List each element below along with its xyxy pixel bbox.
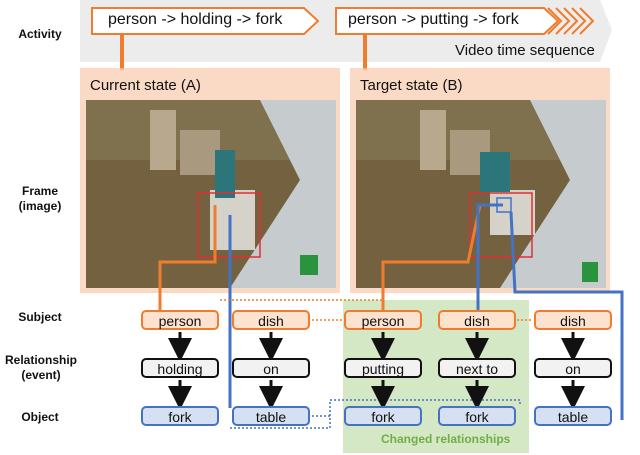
changed-relationships-label: Changed relationships [381, 432, 511, 446]
object-node-table-a: table [232, 406, 310, 426]
panel-title-target: Target state (B) [360, 77, 463, 94]
time-marker-b [363, 34, 367, 70]
row-label-relationship: Relationship (event) [0, 353, 82, 383]
object-node-fork-a: fork [141, 406, 219, 426]
row-label-frame-line2: (image) [18, 199, 62, 213]
relation-arrows [168, 332, 585, 410]
subject-node-dish-b: dish [438, 310, 516, 330]
relationship-node-on-b: on [534, 358, 612, 378]
row-label-object: Object [21, 410, 59, 424]
row-label-subject: Subject [18, 310, 62, 324]
object-node-fork-c: fork [438, 406, 516, 426]
subject-node-person-a: person [141, 310, 219, 330]
activity-a-label: person -> holding -> fork [108, 11, 283, 28]
row-label-frame: Frame (image) [4, 184, 76, 214]
relationship-node-next-to: next to [438, 358, 516, 378]
grounding-line-person-b [381, 204, 482, 312]
subject-node-person-b: person [344, 310, 422, 330]
activity-arrow-b [335, 7, 560, 35]
row-label-frame-line1: Frame [21, 184, 59, 198]
panel-title-current: Current state (A) [90, 77, 201, 94]
grounding-line-table-b [509, 211, 624, 420]
row-label-activity: Activity [18, 27, 62, 41]
grounding-line-person-a [158, 205, 217, 312]
timeline-label: Video time sequence [455, 42, 595, 59]
activity-arrow-a [91, 7, 320, 35]
time-marker-a [120, 34, 124, 70]
frame-image-current [86, 100, 336, 288]
activity-b-label: person -> putting -> fork [348, 11, 519, 28]
object-node-table-b: table [534, 406, 612, 426]
subject-node-dish-a: dish [232, 310, 310, 330]
row-label-relationship-line2: (event) [21, 368, 61, 382]
object-node-fork-b: fork [344, 406, 422, 426]
bbox-target [469, 192, 533, 258]
subject-node-dish-c: dish [534, 310, 612, 330]
grounding-line-dish-b [476, 203, 503, 312]
continuation-chevrons [547, 7, 595, 35]
dotted-link-fork [230, 399, 521, 429]
row-label-relationship-line1: Relationship [4, 353, 77, 367]
relationship-node-putting: putting [344, 358, 422, 378]
relationship-node-on-a: on [232, 358, 310, 378]
frame-image-target [356, 100, 606, 288]
dotted-link-person [220, 299, 384, 310]
relationship-node-holding: holding [141, 358, 219, 378]
